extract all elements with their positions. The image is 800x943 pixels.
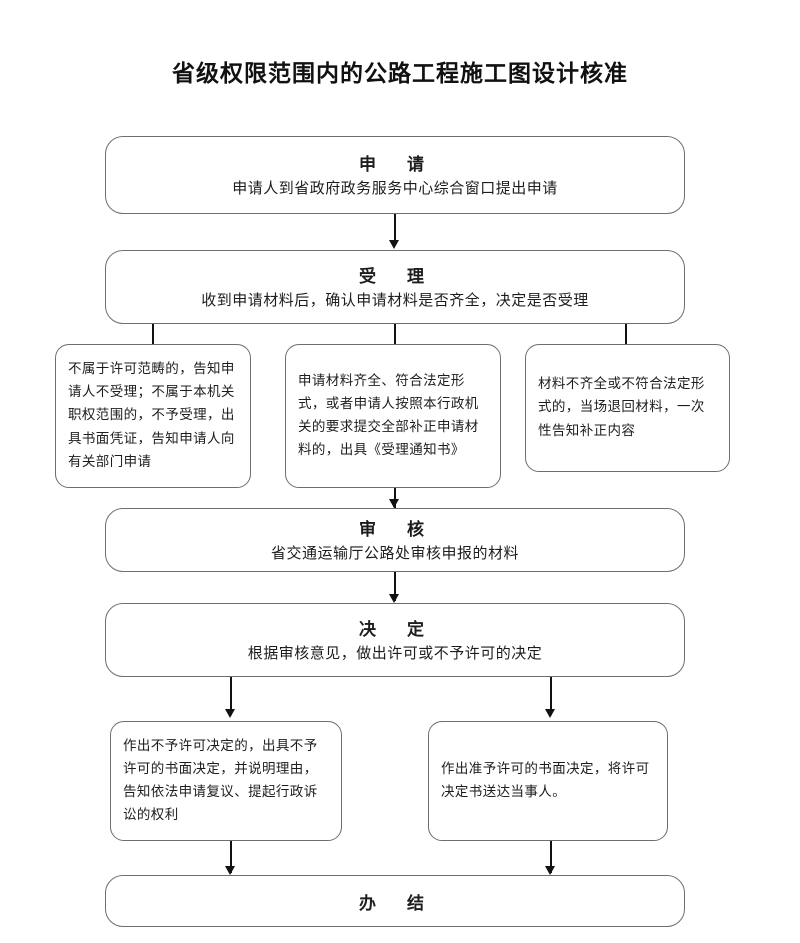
node-finish[interactable]: 办 结 <box>105 875 685 927</box>
connector-accept-branch-left <box>152 324 154 348</box>
node-finish-head: 办 结 <box>359 893 431 914</box>
connector-accept-branch-middle <box>394 324 396 348</box>
connector-outcome-grant-finish <box>550 841 552 873</box>
node-review-sub: 省交通运输厅公路处审核申报的材料 <box>270 544 519 563</box>
arrowhead-outcome-grant-finish <box>545 866 555 875</box>
node-decide[interactable]: 决 定 根据审核意见，做出许可或不予许可的决定 <box>105 603 685 677</box>
connector-decide-outcome-grant <box>550 677 552 715</box>
node-decide-sub: 根据审核意见，做出许可或不予许可的决定 <box>247 644 543 663</box>
node-apply[interactable]: 申 请 申请人到省政府政务服务中心综合窗口提出申请 <box>105 136 685 214</box>
node-branch-left-body: 不属于许可范畴的，告知申请人不受理；不属于本机关职权范围的，不予受理，出具书面凭… <box>68 360 235 470</box>
node-outcome-grant[interactable]: 作出准予许可的书面决定，将许可决定书送达当事人。 <box>428 721 668 841</box>
node-review[interactable]: 审 核 省交通运输厅公路处审核申报的材料 <box>105 508 685 572</box>
node-apply-sub: 申请人到省政府政务服务中心综合窗口提出申请 <box>232 179 558 198</box>
connector-outcome-deny-finish <box>230 841 232 873</box>
arrowhead-decide-outcome-deny <box>225 709 235 718</box>
arrowhead-outcome-deny-finish <box>225 866 235 875</box>
node-decide-head: 决 定 <box>359 620 431 641</box>
node-accept-head: 受 理 <box>359 267 431 288</box>
node-accept-sub: 收到申请材料后，确认申请材料是否齐全，决定是否受理 <box>201 291 589 310</box>
arrowhead-review-decide <box>389 594 399 603</box>
connector-accept-branch-right <box>625 324 627 348</box>
node-branch-left[interactable]: 不属于许可范畴的，告知申请人不受理；不属于本机关职权范围的，不予受理，出具书面凭… <box>55 344 251 488</box>
node-branch-right[interactable]: 材料不齐全或不符合法定形式的，当场退回材料，一次性告知补正内容 <box>525 344 730 472</box>
node-apply-head: 申 请 <box>359 155 431 176</box>
page-title: 省级权限范围内的公路工程施工图设计核准 <box>172 60 628 87</box>
node-outcome-grant-body: 作出准予许可的书面决定，将许可决定书送达当事人。 <box>441 760 650 800</box>
connector-apply-accept <box>394 214 396 244</box>
node-branch-right-body: 材料不齐全或不符合法定形式的，当场退回材料，一次性告知补正内容 <box>538 376 705 439</box>
node-accept[interactable]: 受 理 收到申请材料后，确认申请材料是否齐全，决定是否受理 <box>105 250 685 324</box>
node-outcome-deny-body: 作出不予许可决定的，出具不予许可的书面决定，并说明理由，告知依法申请复议、提起行… <box>123 737 318 824</box>
connector-review-decide <box>394 572 396 601</box>
node-outcome-deny[interactable]: 作出不予许可决定的，出具不予许可的书面决定，并说明理由，告知依法申请复议、提起行… <box>110 721 342 841</box>
arrowhead-branch-middle-review <box>389 499 399 508</box>
node-branch-middle-body: 申请材料齐全、符合法定形式，或者申请人按照本行政机关的要求提交全部补正申请材料的… <box>298 372 479 459</box>
arrowhead-decide-outcome-grant <box>545 709 555 718</box>
arrowhead-apply-accept <box>389 240 399 249</box>
node-branch-middle[interactable]: 申请材料齐全、符合法定形式，或者申请人按照本行政机关的要求提交全部补正申请材料的… <box>285 344 501 488</box>
connector-decide-outcome-deny <box>230 677 232 715</box>
node-review-head: 审 核 <box>359 520 431 541</box>
